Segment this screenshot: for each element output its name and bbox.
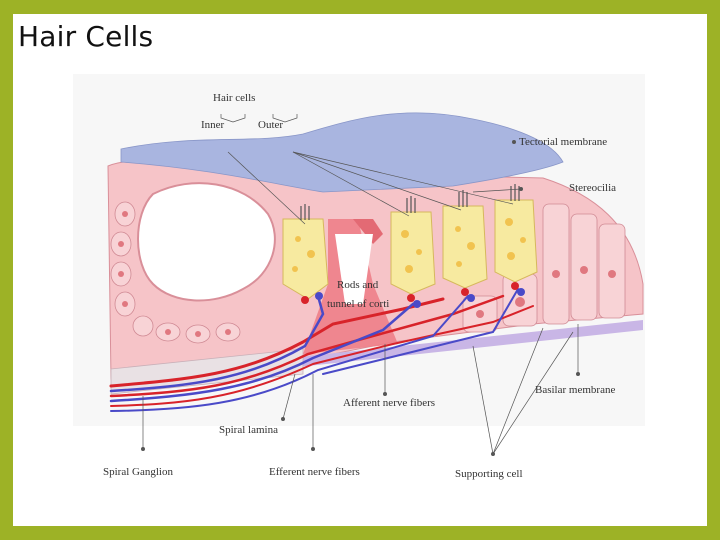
diagram-illustration	[73, 74, 645, 456]
efferent-nerve-fibers	[109, 288, 519, 412]
slide-title: Hair Cells	[18, 20, 154, 53]
slide: Hair Cells	[13, 14, 707, 526]
hair-cells-brace	[220, 114, 298, 123]
label-efferent-nerve-fibers: Efferent nerve fibers	[269, 466, 360, 478]
afferent-nerve-fibers	[109, 294, 534, 407]
label-spiral-lamina: Spiral lamina	[219, 424, 278, 436]
label-rods-line1: Rods and	[337, 279, 379, 291]
label-rods-line2: tunnel of corti	[327, 298, 390, 310]
label-supporting-cell: Supporting cell	[455, 468, 523, 480]
leader-dots	[141, 140, 580, 456]
outer-hair-cells	[390, 199, 538, 295]
organ-of-corti-diagram: Hair cells Inner Outer Tectorial membran…	[73, 74, 653, 514]
nerve-endings	[301, 282, 525, 308]
rod-head	[353, 219, 383, 244]
supporting-nuclei	[476, 266, 616, 318]
tunnel-of-corti	[335, 234, 373, 304]
supporting-leader-1	[472, 345, 494, 455]
label-outer: Outer	[258, 119, 284, 131]
inner-hair-cell	[282, 218, 329, 300]
outer-hair-cell-granules	[401, 218, 526, 273]
inner-leader	[227, 151, 306, 225]
spiral-lamina-leader	[282, 373, 296, 420]
label-spiral-ganglion: Spiral Ganglion	[103, 466, 173, 478]
label-afferent-nerve-fibers: Afferent nerve fibers	[343, 397, 436, 409]
label-basilar-membrane: Basilar membrane	[535, 384, 616, 396]
inner-sulcus	[137, 182, 276, 302]
label-stereocilia: Stereocilia	[569, 182, 617, 194]
outer-leader-1	[292, 151, 410, 217]
outer-leader-3	[292, 151, 514, 205]
label-tectorial-membrane: Tectorial membrane	[519, 136, 608, 148]
stereocilia-leader	[472, 188, 522, 193]
label-inner: Inner	[201, 119, 225, 131]
inner-hair-cell-granules	[292, 236, 315, 272]
leader-lines	[142, 114, 579, 455]
supporting-leader-3	[492, 331, 574, 455]
tectorial-membrane	[120, 112, 564, 193]
outer-leader-2	[292, 151, 462, 211]
label-hair-cells: Hair cells	[213, 92, 256, 104]
supporting-leader-2	[492, 327, 544, 455]
stereocilia-bundles	[300, 184, 520, 220]
limbus-nuclei	[118, 211, 231, 337]
